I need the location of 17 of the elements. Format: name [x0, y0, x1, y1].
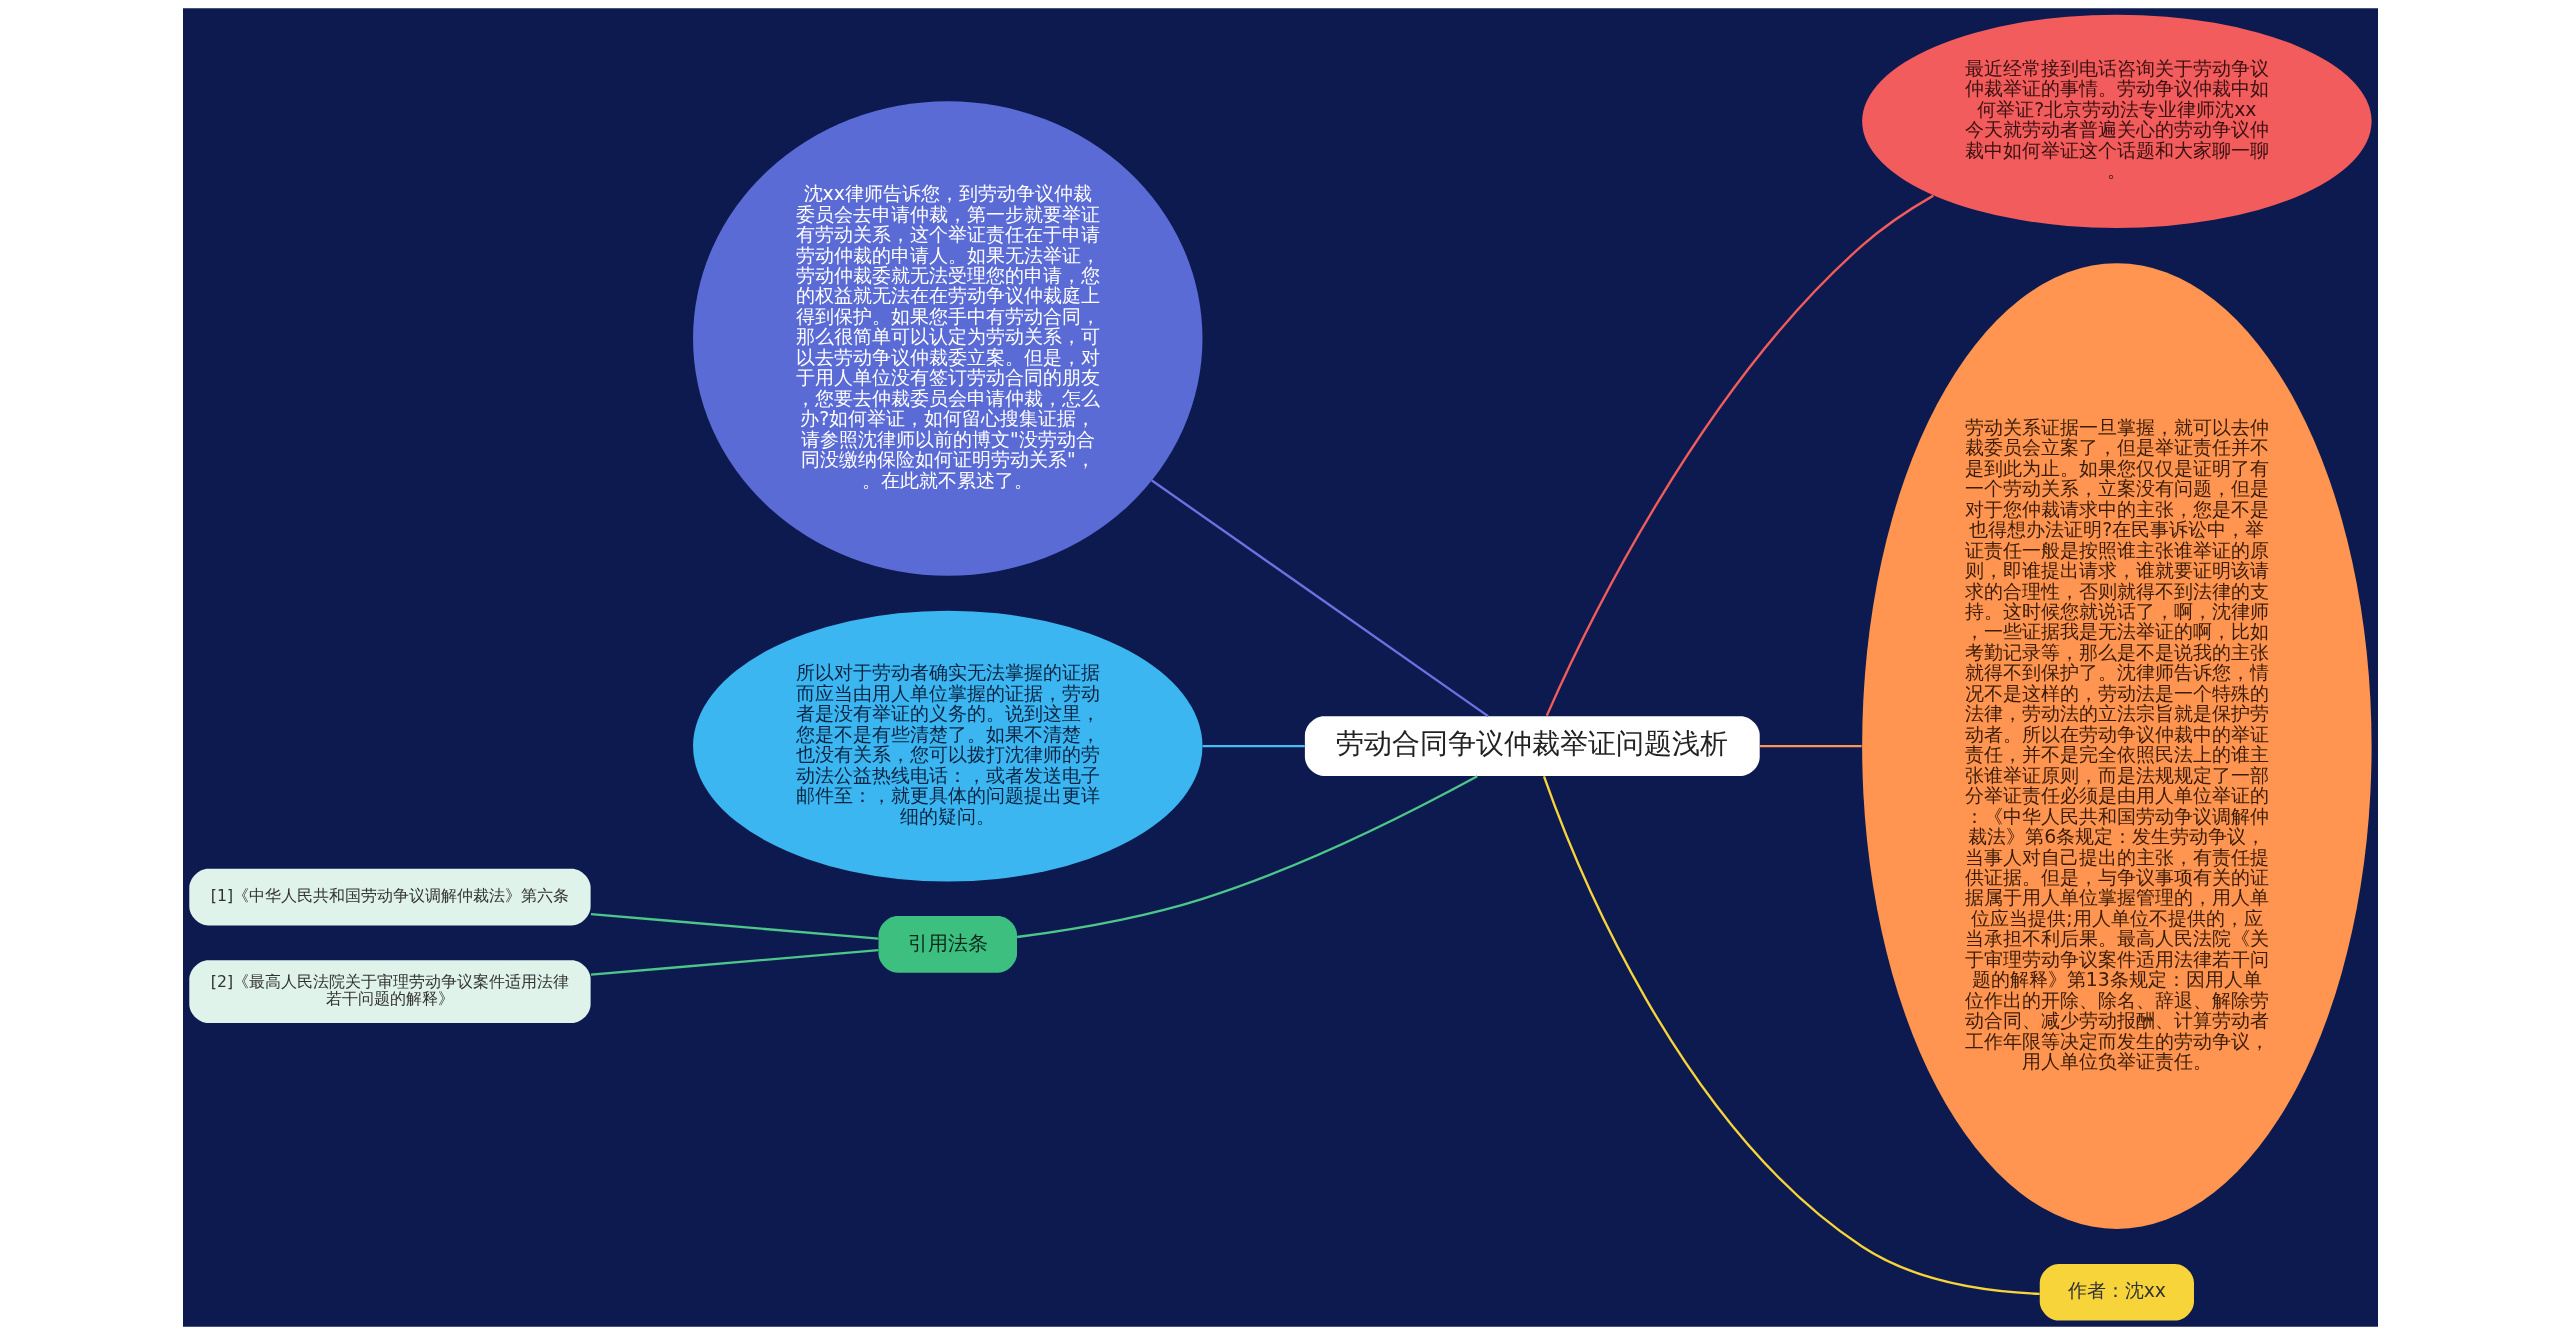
node-box: [1]《中华人民共和国劳动争议调解仲裁法》第六条 [188, 868, 591, 926]
connector [1759, 744, 1862, 748]
connector [1545, 194, 1934, 717]
connector [1016, 775, 1478, 939]
node-box: 引用法条 [878, 916, 1017, 973]
node-box: 作者：沈xx [2039, 1263, 2194, 1321]
connector [590, 949, 878, 976]
connector [590, 913, 878, 940]
node-box: [2]《最高人民法院关于审理劳动争议案件适用法律若干问题的解释》 [188, 960, 591, 1024]
node-ellipse: 劳动关系证据一旦掌握，就可以去仲裁委员会立案了，但是举证责任并不是到此为止。如果您仅仅是证明了有一个劳动关系，立案没有问题，但是对于您仲裁请求中的主张，您是不是也得想办法证明?在民事诉讼中，举证责任一般是按照谁主张谁举证的原则，即谁提出请求，谁就要证明该请求的合理性，否则就得不到法律的支持。这时候您就说话了，啊，沈律师，一些证据我是无法举证的啊，比如考勤记录等，那么是不是说我的主张就得不到保护了。沈律师告诉您，情况不是这样的，劳动法是一个特殊的法律，劳动法的立法宗旨就是保护劳动者。所以在劳动争议仲裁中的举证责任，并不是完全依照民法上的谁主张谁举证原则，而是法规规定了一部分举证责任必须是由用人单位举证的：《中华人民共和国劳动争议调解仲裁法》第6条规定：发生劳动争议，当事人对自己提出的主张，有责任提供证据。但是，与争议事项有关的证据属于用人单位掌握管理的，用人单位应当提供;用人单位不提供的，应当承担不利后果。最高人民法院《关于审理劳动争议案件适用法律若干问题的解释》第13条规定：因用人单位作出的开除、除名、辞退、解除劳动合同、减少劳动报酬、计算劳动者工作年限等决定而发生的劳动争议，用人单位负举证责任。 [1861, 263, 2372, 1229]
connector [1542, 776, 2040, 1296]
connector [1202, 744, 1305, 748]
connector [1150, 479, 1489, 718]
node-circle: 沈xx律师告诉您，到劳动争议仲裁委员会去申请仲裁，第一步就要举证有劳动关系，这个举证责任在于申请劳动仲裁的申请人。如果无法举证，劳动仲裁委就无法受理您的申请，您的权益就无法在在劳动争议仲裁庭上得到保护。如果您手中有劳动合同，那么很简单可以认定为劳动关系，可以去劳动争议仲裁委立案。但是，对于用人单位没有签订劳动合同的朋友，您要去仲裁委员会申请仲裁，怎么办?如何举证，如何留心搜集证据，请参照沈律师以前的博文"没劳动合同没缴纳保险如何证明劳动关系"，。在此就不累述了。 [692, 101, 1202, 576]
node-box: 劳动合同争议仲裁举证问题浅析 [1304, 716, 1760, 776]
node-ellipse: 最近经常接到电话咨询关于劳动争议仲裁举证的事情。劳动争议仲裁中如何举证?北京劳动法专业律师沈xx今天就劳动者普遍关心的劳动争议仲裁中如何举证这个话题和大家聊一聊。 [1861, 14, 2372, 228]
node-ellipse: 所以对于劳动者确实无法掌握的证据而应当由用人单位掌握的证据，劳动者是没有举证的义务的。说到这里，您是不是有些清楚了。如果不清楚，也没有关系，您可以拨打沈律师的劳动法公益热线电话：，或者发送电子邮件至：，就更具体的问题提出更详细的疑问。 [692, 610, 1202, 882]
